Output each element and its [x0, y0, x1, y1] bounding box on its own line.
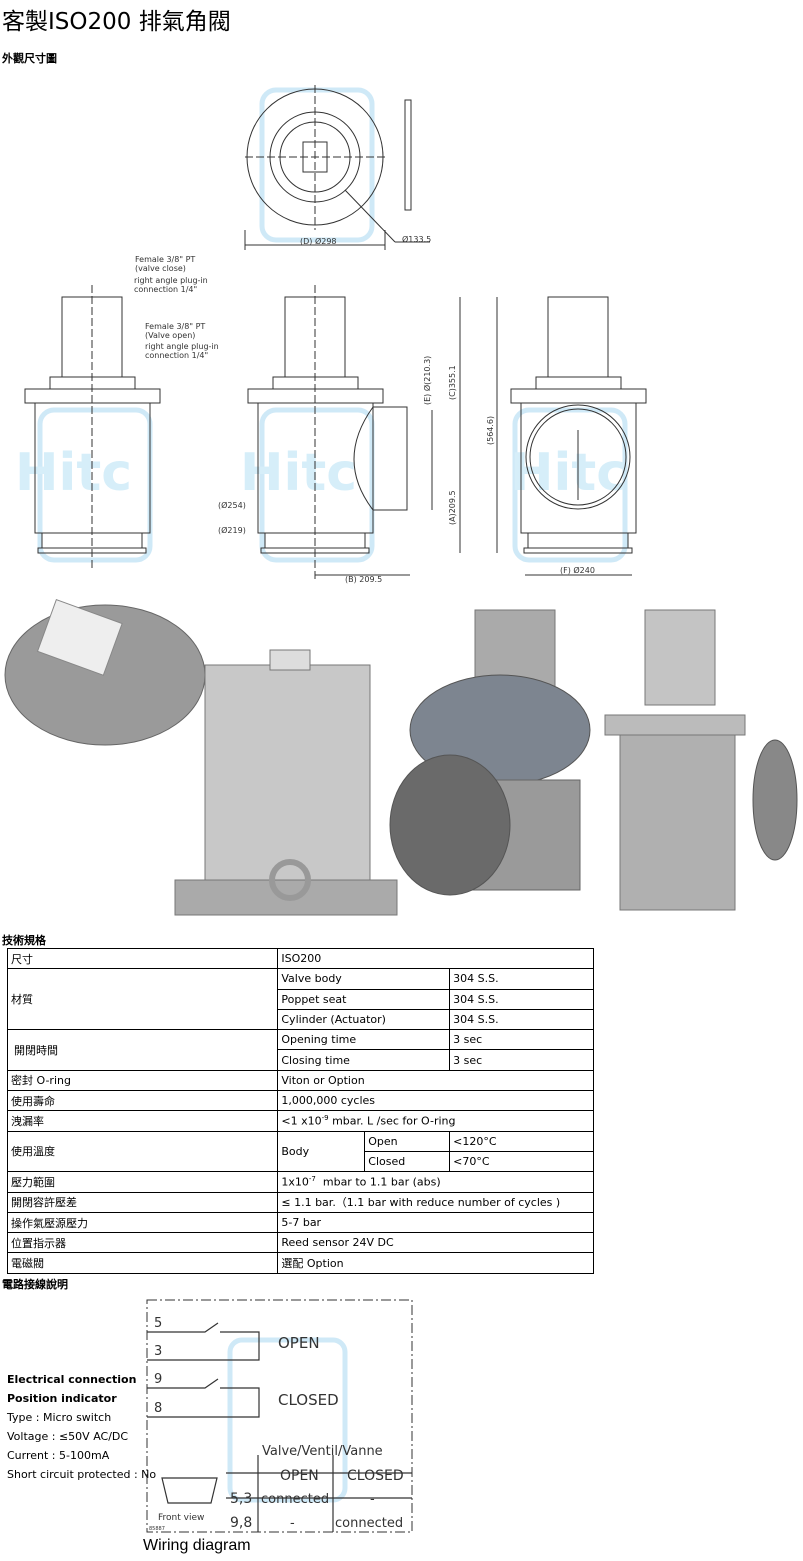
svg-text:(valve close): (valve close) — [135, 264, 186, 273]
svg-text:5,3: 5,3 — [230, 1491, 252, 1507]
svg-text:connection 1/4": connection 1/4" — [134, 285, 197, 294]
svg-text:(Ø254): (Ø254) — [218, 500, 246, 510]
svg-text:3: 3 — [154, 1344, 162, 1359]
dimension-drawing: Hitc Hitc Hitc (D) Ø298 Ø133.5 Female 3/8" … — [15, 85, 647, 584]
watermark: Hitc — [15, 443, 132, 503]
svg-text:Ø133.5: Ø133.5 — [402, 234, 431, 244]
svg-text:-: - — [370, 1492, 375, 1507]
svg-text:connected: connected — [261, 1492, 329, 1507]
product-renders — [4, 599, 798, 916]
table-row: 洩漏率<1 x10-9 mbar. L /sec for O-ring — [6, 1110, 594, 1132]
table-row: 開閉容許壓差≤ 1.1 bar.（1.1 bar with reduce num… — [6, 1191, 594, 1213]
svg-text:5: 5 — [154, 1316, 162, 1331]
svg-text:(F) Ø240: (F) Ø240 — [560, 565, 595, 575]
svg-text:Hitc: Hitc — [240, 443, 357, 503]
svg-text:85887: 85887 — [149, 1526, 165, 1532]
svg-text:(564.6): (564.6) — [486, 416, 495, 445]
svg-text:8: 8 — [154, 1401, 162, 1416]
svg-text:(Ø219): (Ø219) — [218, 525, 246, 535]
page-title: 客製ISO200 排氣角閥 — [2, 9, 231, 35]
svg-text:-: - — [290, 1516, 295, 1531]
wiring-caption: Wiring diagram — [143, 1537, 251, 1554]
svg-text:(A)209.5: (A)209.5 — [448, 490, 457, 525]
svg-text:OPEN: OPEN — [280, 1468, 319, 1484]
svg-text:OPEN: OPEN — [278, 1334, 320, 1352]
svg-text:CLOSED: CLOSED — [278, 1391, 339, 1409]
svg-text:Female 3/8" PT: Female 3/8" PT — [145, 322, 205, 331]
specs-heading: 技術規格 — [2, 934, 46, 947]
svg-text:9: 9 — [154, 1372, 162, 1387]
svg-text:(E) Ø(210.3): (E) Ø(210.3) — [422, 356, 432, 405]
svg-text:Front view: Front view — [158, 1513, 204, 1523]
electrical-info: Electrical connection Position indicator… — [7, 1373, 157, 1481]
svg-text:(B) 209.5: (B) 209.5 — [345, 575, 382, 584]
svg-text:Valve/Ventil/Vanne: Valve/Ventil/Vanne — [262, 1444, 383, 1459]
svg-text:connection 1/4": connection 1/4" — [145, 351, 208, 360]
table-row: 電磁閥選配 Option — [6, 1252, 594, 1274]
svg-text:(C)355.1: (C)355.1 — [448, 365, 457, 400]
svg-text:Female 3/8" PT: Female 3/8" PT — [135, 255, 195, 264]
svg-text:right angle plug-in: right angle plug-in — [134, 276, 208, 285]
dimensions-heading: 外觀尺寸圖 — [2, 52, 57, 65]
svg-text:Hitc: Hitc — [510, 443, 627, 503]
wiring-heading: 電路接線說明 — [2, 1278, 68, 1291]
svg-text:right angle plug-in: right angle plug-in — [145, 342, 219, 351]
wiring-diagram: 5 3 9 8 OPEN CLOSED Valve/Ventil/Vanne OPEN C… — [146, 1299, 413, 1533]
svg-text:9,8: 9,8 — [230, 1515, 252, 1531]
svg-text:connected: connected — [335, 1516, 403, 1531]
svg-text:(D) Ø298: (D) Ø298 — [300, 236, 337, 246]
svg-text:CLOSED: CLOSED — [347, 1468, 404, 1484]
table-row: Cylinder (Actuator)304 S.S. — [8, 1008, 594, 1031]
svg-text:(Valve open): (Valve open) — [145, 331, 195, 340]
